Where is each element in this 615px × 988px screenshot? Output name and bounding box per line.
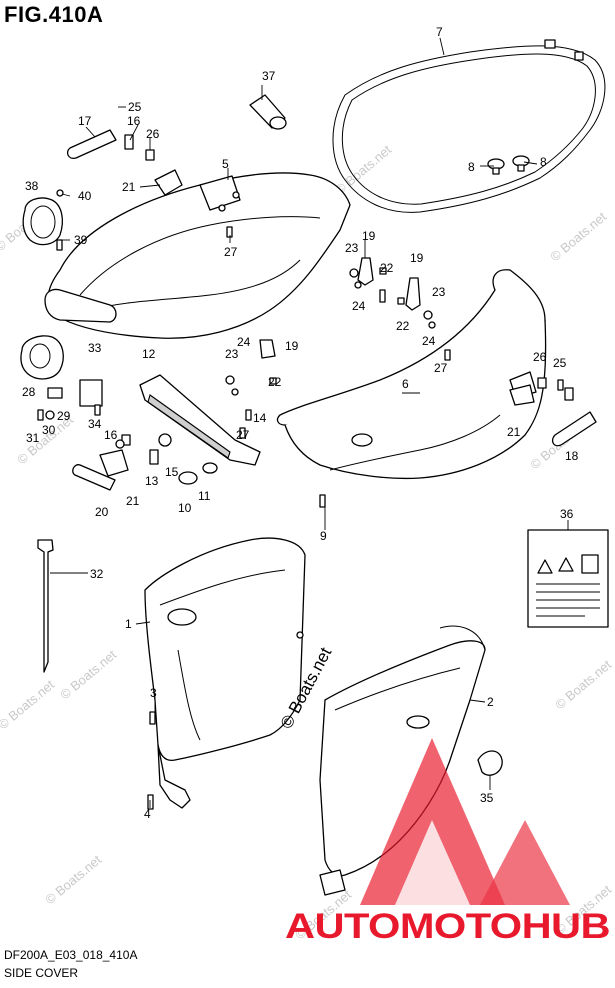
part-5-upper-cover: [44, 172, 351, 339]
callout-15: 15: [165, 465, 179, 479]
callout-21a: 21: [122, 180, 136, 194]
callout-19c: 19: [285, 339, 299, 353]
watermark: © Boats.net: [552, 657, 614, 713]
callout-17: 17: [78, 114, 92, 128]
callout-14: 14: [253, 411, 267, 425]
callout-34: 34: [88, 417, 102, 431]
callout-30: 30: [42, 423, 56, 437]
part-12-bracket: [139, 374, 261, 466]
callout-10: 10: [178, 501, 192, 515]
callout-23c: 23: [225, 347, 239, 361]
callout-13: 13: [145, 474, 159, 488]
callout-20: 20: [95, 505, 109, 519]
callout-26b: 26: [533, 350, 547, 364]
callout-33: 33: [88, 341, 102, 355]
callout-22b: 22: [396, 319, 410, 333]
callout-6: 6: [402, 377, 409, 391]
part-38-grommet: [22, 197, 63, 246]
part-17-handle: [66, 129, 117, 159]
callout-39: 39: [74, 233, 88, 247]
callout-2: 2: [487, 695, 494, 709]
callout-23a: 23: [345, 241, 359, 255]
callout-16a: 16: [127, 114, 141, 128]
callout-19b: 19: [410, 251, 424, 265]
callout-32: 32: [90, 567, 104, 581]
diagram-name: SIDE COVER: [4, 966, 79, 980]
callout-9: 9: [320, 529, 327, 543]
callout-8b: 8: [540, 155, 547, 169]
callout-18: 18: [565, 449, 579, 463]
watermark: © Boats.net: [332, 142, 394, 198]
callout-31: 31: [26, 431, 40, 445]
callout-38: 38: [25, 179, 39, 193]
logo-mark-icon: [360, 738, 570, 905]
callout-25b: 25: [553, 356, 567, 370]
callout-37: 37: [262, 69, 276, 83]
callout-21c: 21: [507, 425, 521, 439]
callout-labels: 1 2 3 4 5 6 7 8 8 9 10 11 12 13 14 15 16…: [22, 25, 579, 821]
watermark: © Boats.net: [42, 852, 104, 908]
callout-5: 5: [222, 157, 229, 171]
hardware: [37, 134, 574, 810]
callout-36: 36: [560, 507, 574, 521]
watermark: © Boats.net: [0, 677, 57, 733]
callout-7: 7: [436, 25, 443, 39]
diagram-code: DF200A_E03_018_410A: [4, 948, 138, 962]
callout-4: 4: [144, 807, 151, 821]
callout-12: 12: [142, 347, 156, 361]
callout-19a: 19: [362, 229, 376, 243]
callout-24b: 24: [422, 334, 436, 348]
callout-27a: 27: [224, 245, 238, 259]
callout-24a: 24: [352, 299, 366, 313]
callout-24c: 24: [237, 335, 251, 349]
part-8-grommets: [487, 155, 530, 175]
leader-lines: [50, 37, 569, 808]
callout-29: 29: [57, 409, 71, 423]
part-18-handle: [551, 411, 597, 447]
callout-3: 3: [150, 686, 157, 700]
callout-25a: 25: [128, 100, 142, 114]
callout-35: 35: [480, 791, 494, 805]
part-20-handle: [72, 464, 116, 491]
callout-16b: 16: [104, 428, 118, 442]
callout-26a: 26: [146, 127, 160, 141]
figure-title: FIG.410A: [4, 2, 104, 27]
callout-22c: 22: [268, 375, 282, 389]
part-2-lower-cover: [319, 625, 486, 896]
watermark: © Boats.net: [57, 647, 119, 703]
part-6-upper-cover: [276, 269, 547, 480]
watermark: © Boats.net: [547, 209, 609, 265]
part-32-rod: [37, 539, 54, 673]
callout-11: 11: [198, 489, 211, 503]
callout-28: 28: [22, 385, 36, 399]
part-28-grommet: [20, 335, 64, 380]
callout-8a: 8: [468, 160, 475, 174]
callout-27c: 27: [236, 428, 250, 442]
callout-22a: 22: [380, 261, 394, 275]
callout-21b: 21: [126, 494, 140, 508]
logo-text: AUTOMOTOHUB: [285, 907, 610, 946]
callout-40: 40: [78, 189, 92, 203]
part-1-lower-cover: [144, 537, 306, 809]
automotohub-logo: AUTOMOTOHUB: [285, 738, 611, 946]
part-7-seal: [332, 39, 606, 213]
callout-23b: 23: [432, 285, 446, 299]
callout-1: 1: [125, 617, 132, 631]
part-37-grommet: [249, 94, 287, 130]
part-36-label: [527, 529, 609, 628]
callout-27b: 27: [434, 361, 448, 375]
